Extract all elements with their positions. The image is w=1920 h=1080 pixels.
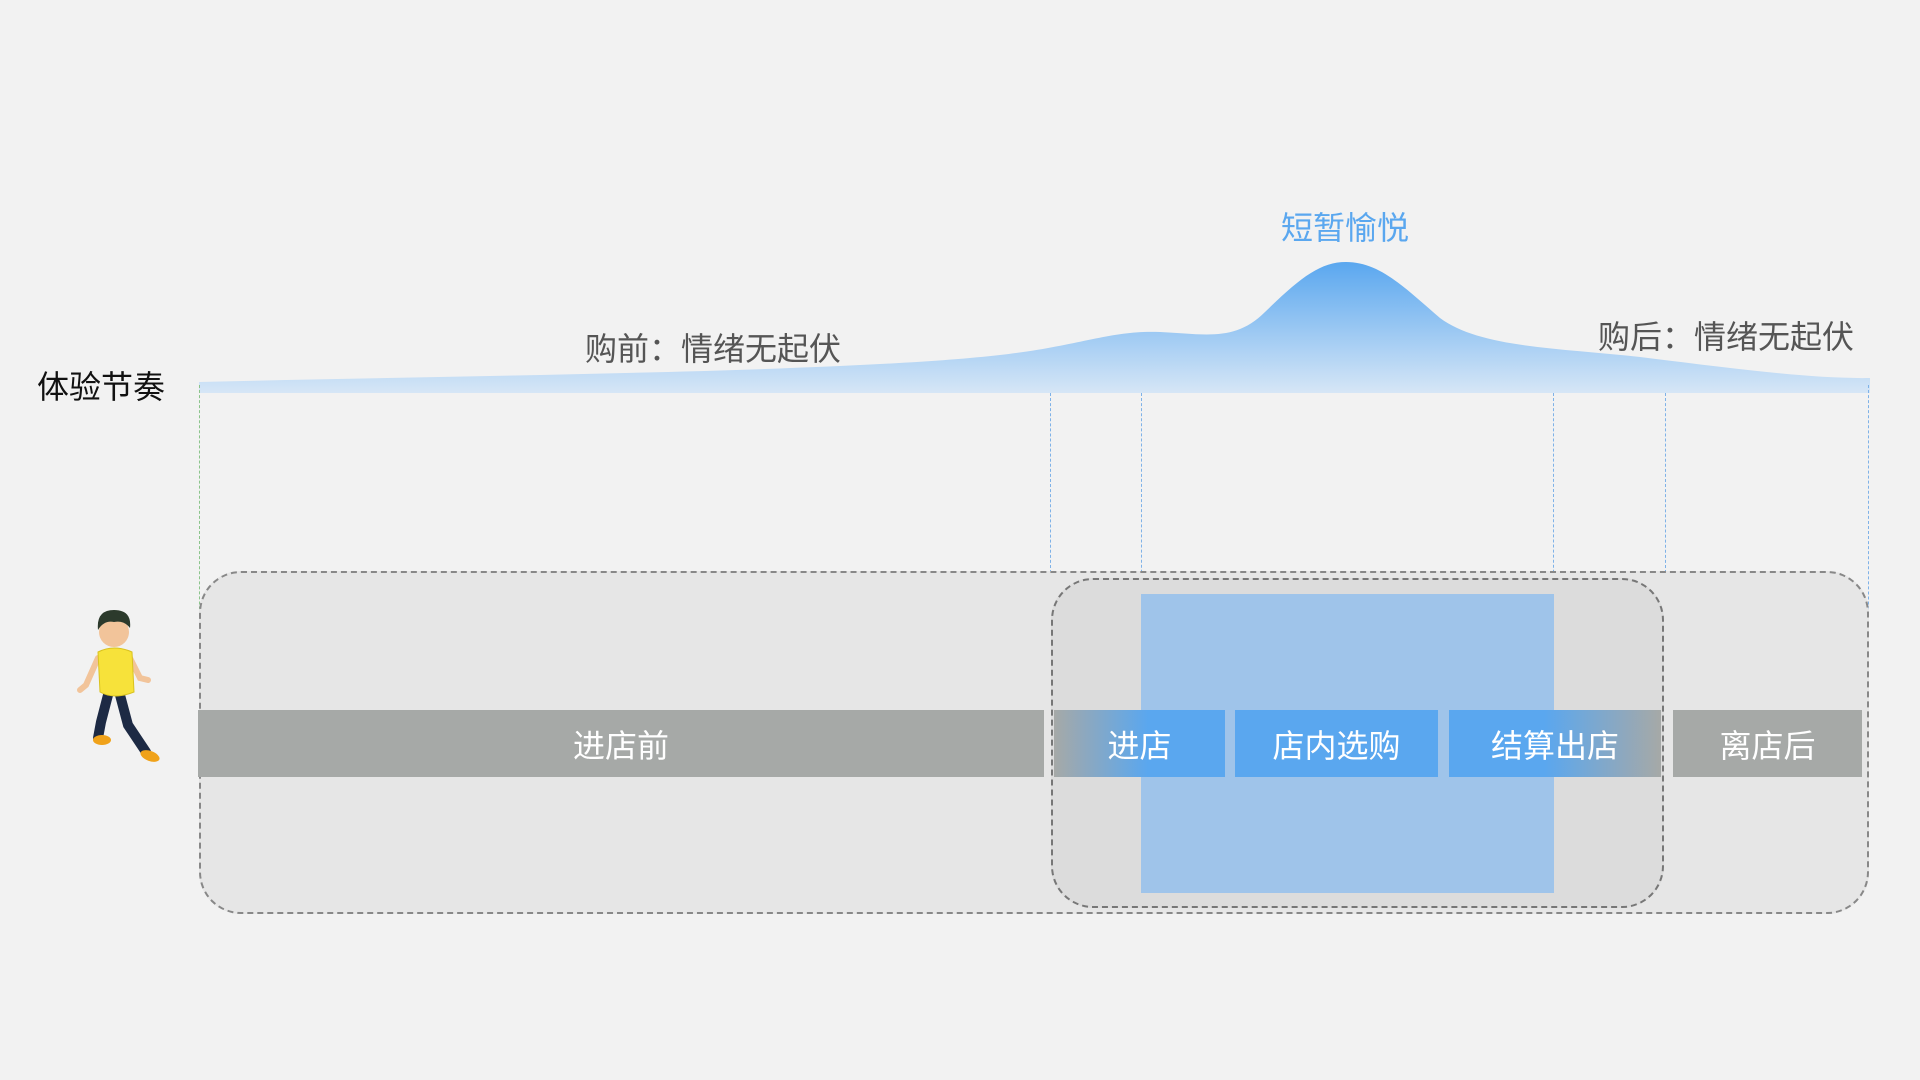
stage-after-leaving: 离店后	[1673, 710, 1862, 777]
stage-label: 店内选购	[1272, 726, 1401, 765]
stage-label: 离店后	[1719, 726, 1816, 765]
emotion-curve-area	[199, 262, 1870, 393]
row-title: 体验节奏	[37, 368, 166, 406]
guide-line-enter-left	[1050, 393, 1051, 573]
stage-label: 进店	[1107, 726, 1172, 765]
stage-enter-store: 进店	[1054, 710, 1225, 777]
stage-label: 进店前	[572, 726, 669, 765]
guide-line-leave	[1665, 393, 1666, 573]
stage-before-store: 进店前	[198, 710, 1044, 777]
guide-line-checkout	[1553, 393, 1554, 593]
stage-label: 结算出店	[1490, 726, 1619, 765]
pre-purchase-note: 购前：情绪无起伏	[585, 330, 842, 368]
post-purchase-note: 购后：情绪无起伏	[1598, 318, 1855, 356]
peak-note: 短暂愉悦	[1281, 209, 1410, 247]
guide-line-enter-right	[1141, 393, 1142, 593]
stage-checkout-exit: 结算出店	[1449, 710, 1661, 777]
walking-person-icon	[77, 610, 160, 762]
guide-line-start	[199, 385, 200, 685]
guide-line-end	[1868, 385, 1869, 675]
stage-in-store-shopping: 店内选购	[1235, 710, 1438, 777]
